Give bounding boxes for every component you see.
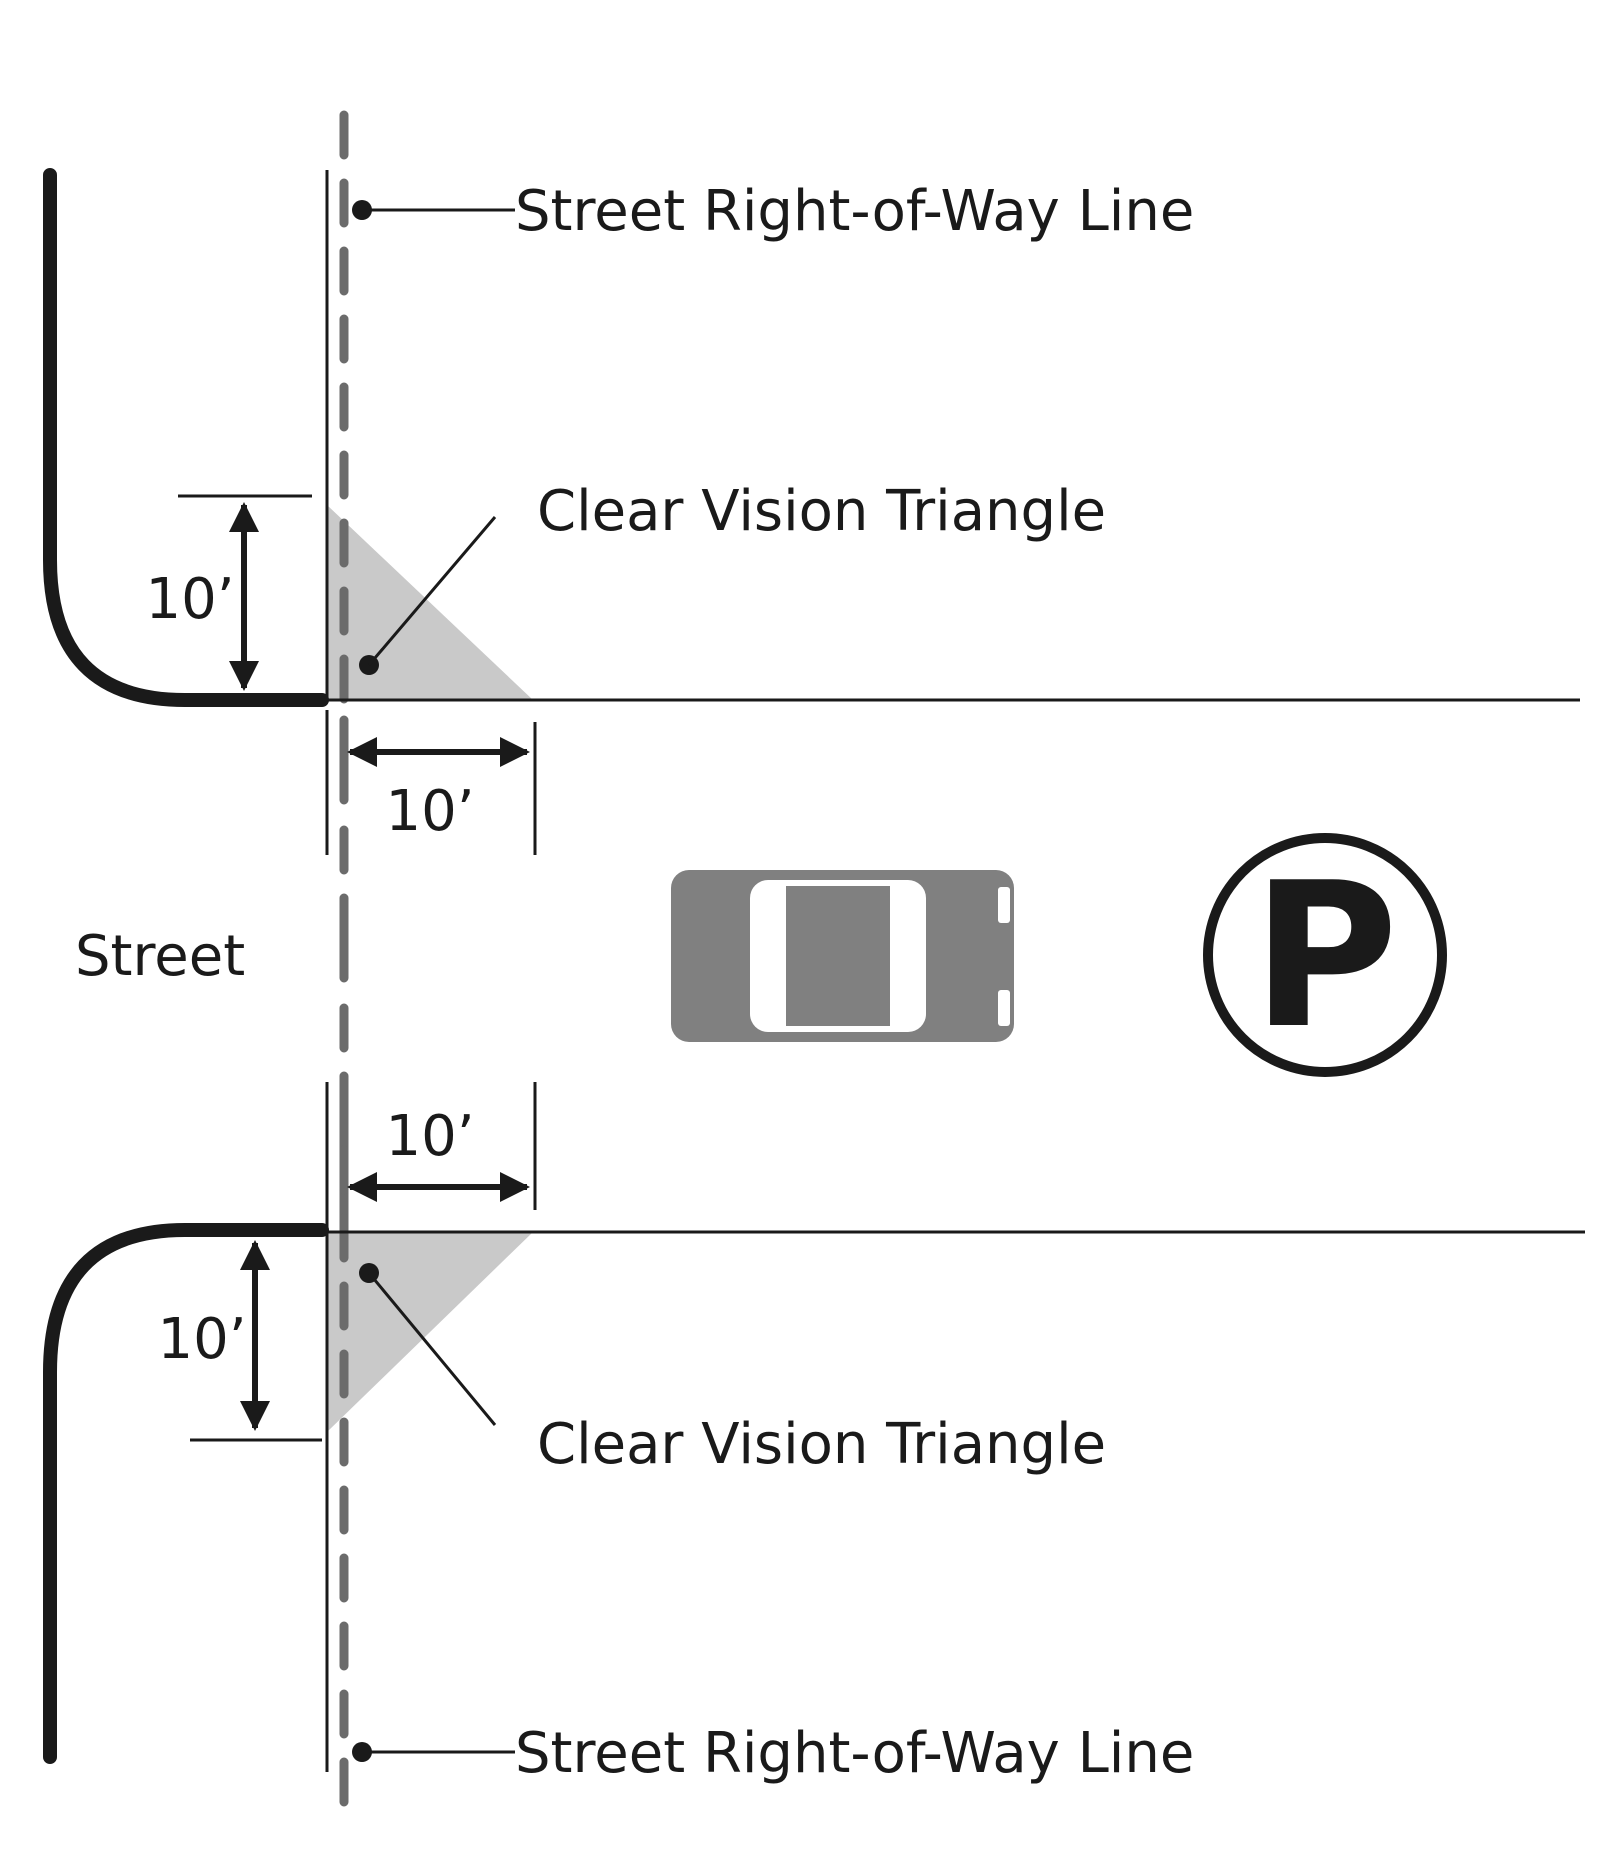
cvt-top-label: Clear Vision Triangle [537,479,1106,544]
dim-bottom-vertical-label: 10’ [157,1307,246,1372]
curb-top [43,168,329,707]
leader-line-cvt-top [367,516,497,666]
dim-top-vertical-label: 10’ [145,567,234,632]
row-line-top-label: Street Right-of-Way Line [515,179,1194,244]
curb-bottom [43,1223,329,1764]
leader-line-cvt-bottom [367,1272,497,1426]
car-icon [671,870,1014,1042]
clear-vision-triangle-bottom-shape [327,1232,533,1432]
row-line-bottom-label: Street Right-of-Way Line [515,1721,1194,1786]
dim-top-horizontal-label: 10’ [385,779,474,844]
parking-sign-icon: P [1203,833,1447,1077]
dim-bottom-horizontal-label: 10’ [385,1104,474,1169]
parking-sign-letter: P [1252,840,1399,1073]
clear-vision-triangle-top-shape [327,505,533,700]
cvt-bottom-label: Clear Vision Triangle [537,1412,1106,1477]
street-label: Street [75,924,245,989]
